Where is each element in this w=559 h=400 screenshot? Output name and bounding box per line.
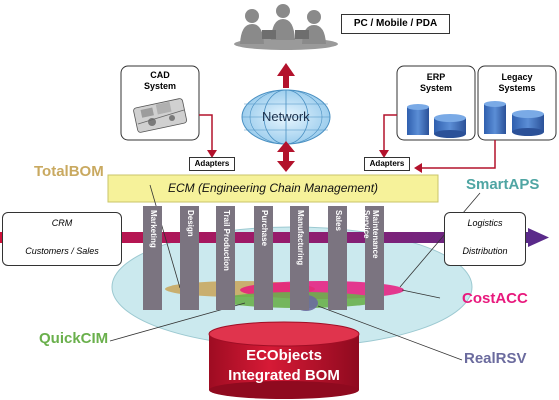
process-column-sales: Sales — [328, 206, 347, 310]
process-column-trail-production: Trail Production — [216, 206, 235, 310]
cad-system-label: CAD System — [143, 70, 177, 91]
process-column-label: Design — [185, 210, 195, 237]
quickcim-label: QuickCIM — [39, 330, 109, 347]
totalbom-label: TotalBOM — [34, 163, 104, 180]
ecm-title: ECM (Engineering Chain Management) — [167, 181, 379, 195]
costacc-label: CostACC — [462, 290, 528, 307]
process-column-label: Marketing — [148, 210, 158, 248]
ecm-bar — [107, 174, 439, 203]
cad-arrowhead — [207, 150, 217, 158]
legacy-systems-label: Legacy Systems — [498, 72, 536, 93]
erp-arrowhead — [379, 150, 389, 158]
erp-system-label: ERP System — [419, 72, 453, 93]
adapters-left-box: Adapters — [189, 157, 235, 171]
ecobjects-label: ECObjects Integrated BOM — [228, 347, 340, 384]
process-column-label: Trail Production — [221, 210, 231, 271]
process-column-label: Purchase — [259, 210, 269, 247]
crm-box: CRM Customers / Sales — [2, 212, 122, 266]
network-label: Network — [262, 109, 310, 124]
smartaps-label: SmartAPS — [466, 176, 540, 193]
process-column-purchase: Purchase — [254, 206, 273, 310]
pc-mobile-pda-box: PC / Mobile / PDA — [341, 14, 450, 34]
network-top-arrow — [277, 63, 295, 88]
process-column-maintenance-service: Maintenance Service — [361, 206, 384, 310]
process-column-label: Maintenance Service — [361, 210, 380, 259]
legacy-arrowhead — [414, 163, 422, 173]
cad-panel — [120, 65, 200, 141]
process-column-marketing: Marketing — [143, 206, 162, 310]
cad-to-adapter-arrow — [199, 114, 213, 152]
process-column-label: Sales — [333, 210, 343, 231]
process-column-manufacturing: Manufacturing — [290, 206, 309, 310]
pc-mobile-pda-label: PC / Mobile / PDA — [353, 18, 438, 29]
legacy-database-icon — [484, 101, 544, 136]
adapters-right-box: Adapters — [364, 157, 410, 171]
erp-database-icon — [407, 104, 466, 138]
logistics-box: Logistics Distribution — [444, 212, 526, 266]
network-bottom-arrow — [277, 141, 295, 172]
erp-to-adapter-arrow — [383, 114, 496, 169]
process-column-label: Manufacturing — [295, 210, 305, 266]
ecobjects-cylinder — [208, 321, 360, 399]
cad-engine-icon — [133, 98, 187, 133]
callout-lines — [109, 184, 481, 361]
process-column-design: Design — [180, 206, 199, 310]
realrsv-label: RealRSV — [464, 350, 527, 367]
users-icon — [234, 4, 338, 50]
